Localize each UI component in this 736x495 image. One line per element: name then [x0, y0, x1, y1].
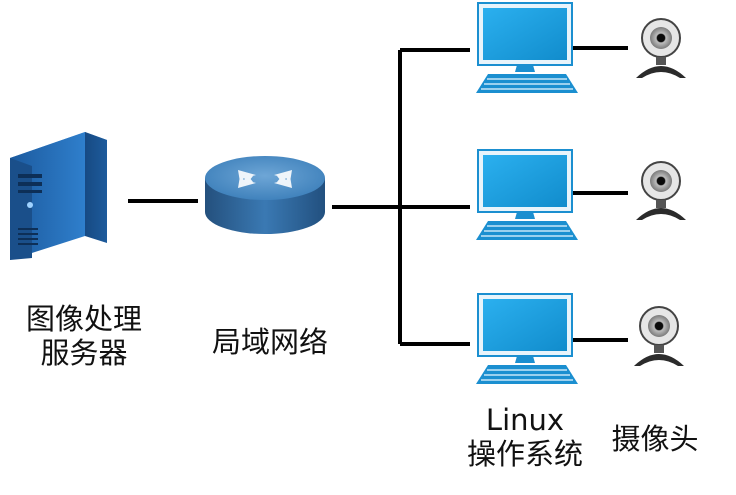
webcam-icon	[634, 306, 684, 366]
server-label-line2: 服务器	[40, 336, 128, 370]
computer-1	[476, 2, 578, 93]
camera-3	[634, 306, 684, 366]
router-label: 局域网络	[211, 325, 328, 359]
computer-3	[476, 293, 578, 384]
server-label: 图像处理 服务器	[14, 302, 154, 370]
connections	[128, 46, 628, 346]
router-icon	[205, 156, 325, 234]
webcam-icon	[636, 18, 686, 78]
webcam-icon	[636, 161, 686, 220]
computer-monitor-icon	[476, 149, 578, 240]
computer-monitor-icon	[476, 2, 578, 93]
clients-label: Linux 操作系统	[455, 403, 595, 471]
clients-label-line1: Linux	[485, 403, 565, 437]
clients-label-line2: 操作系统	[466, 437, 583, 471]
camera-2	[636, 161, 686, 220]
computer-monitor-icon	[476, 293, 578, 384]
server-tower-icon	[10, 132, 107, 260]
computer-2	[476, 149, 578, 240]
cameras-label: 摄像头	[611, 422, 699, 456]
server-label-line1: 图像处理	[25, 302, 142, 336]
camera-1	[636, 18, 686, 78]
